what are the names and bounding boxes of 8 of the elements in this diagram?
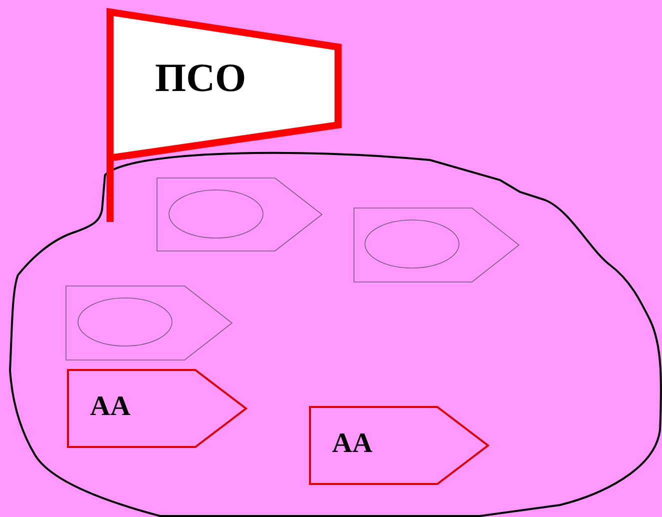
unit-symbol	[156, 177, 324, 252]
unit-label: АА	[90, 393, 130, 421]
unit-symbol	[353, 207, 521, 283]
flag-label: ПСО	[155, 58, 246, 98]
unit-symbol	[309, 406, 490, 485]
unit-symbol	[65, 285, 234, 361]
unit-symbol	[67, 369, 248, 448]
unit-label: АА	[332, 430, 372, 458]
